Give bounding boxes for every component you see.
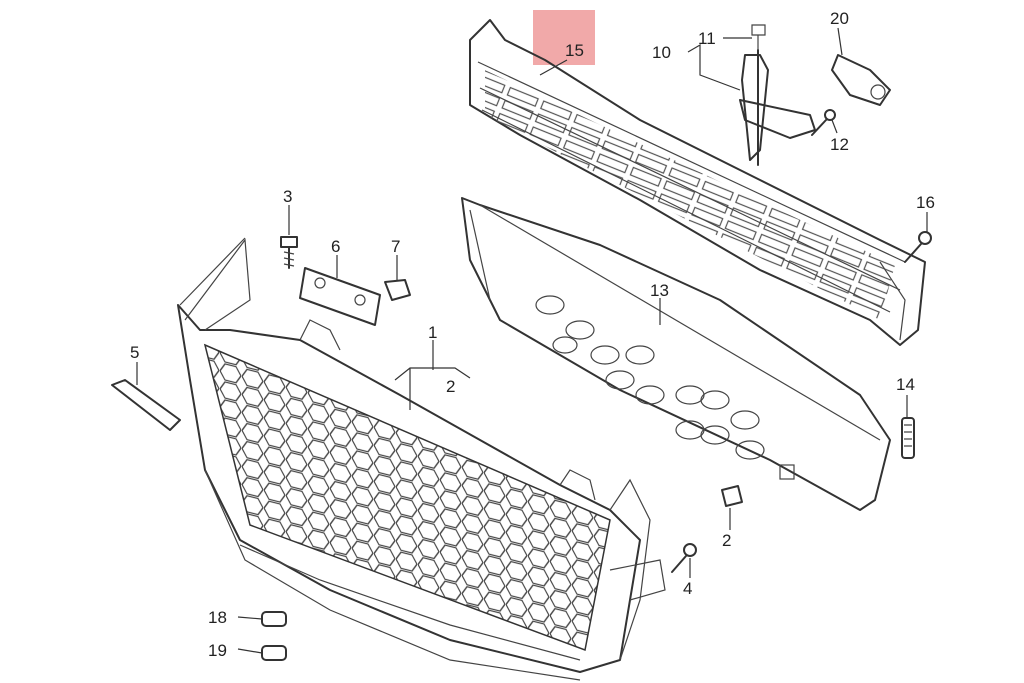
highlight-box-15	[533, 10, 595, 65]
callout-18: 18	[208, 608, 227, 627]
callout-11: 11	[698, 29, 716, 48]
part-18-cap	[261, 611, 287, 627]
callout-5: 5	[130, 343, 139, 362]
part-1-main-grille	[177, 237, 666, 681]
callout-6: 6	[331, 237, 340, 256]
callout-20: 20	[830, 9, 849, 28]
callout-3: 3	[283, 187, 292, 206]
callout-16: 16	[916, 193, 935, 212]
part-2-nut	[721, 485, 743, 507]
callout-13: 13	[650, 281, 669, 300]
part-20-sensor	[831, 54, 891, 106]
part-16-screw	[904, 231, 932, 263]
part-19-cap	[261, 645, 287, 661]
callout-1: 1	[428, 323, 437, 342]
part-3-screw	[280, 236, 298, 269]
part-13-mounting-plate	[461, 197, 891, 511]
part-6-bracket	[299, 267, 381, 326]
callout-7: 7	[391, 237, 400, 256]
callout-2-lower: 2	[722, 531, 731, 550]
part-5-trim-strip	[111, 379, 181, 431]
leader-lines	[136, 27, 928, 654]
part-10-holder	[739, 24, 816, 166]
callout-19: 19	[208, 641, 227, 660]
callout-14: 14	[896, 375, 915, 394]
callout-4: 4	[683, 579, 692, 598]
callout-15: 15	[565, 41, 584, 60]
part-7-clip	[384, 279, 411, 301]
part-12-screw	[811, 109, 836, 136]
callout-12: 12	[830, 135, 849, 154]
part-4-screw	[671, 543, 697, 573]
callout-2-upper: 2	[446, 377, 455, 396]
part-15-lower-grille	[469, 19, 926, 346]
part-14-clip	[901, 417, 915, 459]
callout-10: 10	[652, 43, 671, 62]
